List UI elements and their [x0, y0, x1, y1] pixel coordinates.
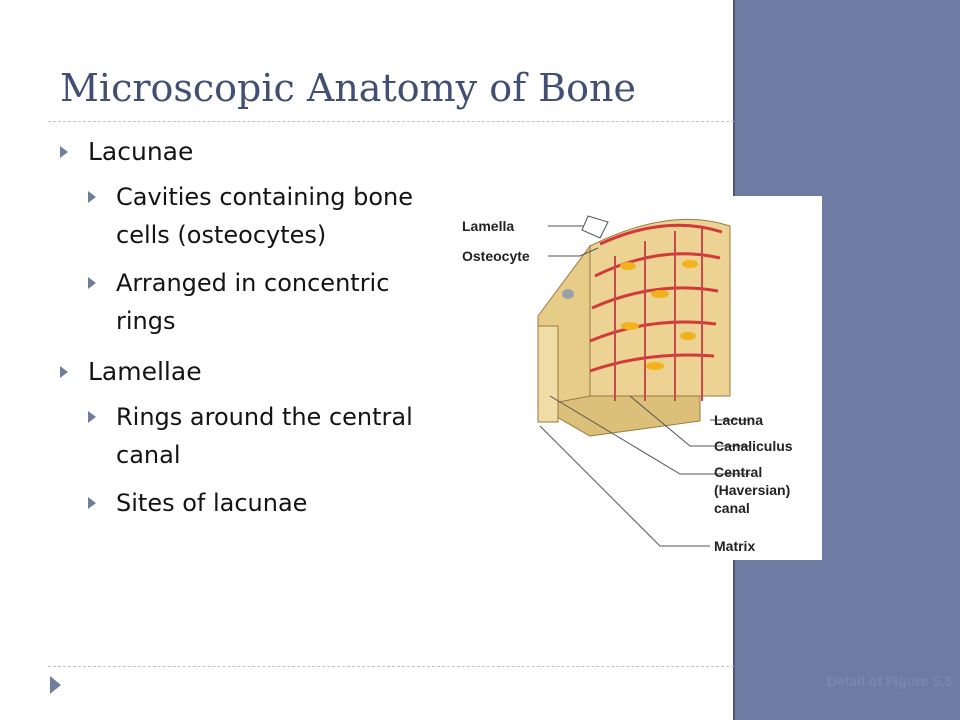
label-central-canal-2: (Haversian)	[714, 482, 791, 498]
label-canaliculus: Canaliculus	[714, 438, 793, 454]
osteon-figure: Lamella Osteocyte Lacuna Canaliculus Cen…	[450, 196, 822, 560]
footer-divider	[48, 666, 734, 667]
bullet-lamellae: Lamellae	[60, 356, 500, 388]
label-lacuna: Lacuna	[714, 412, 764, 428]
sub-bullet-line: Arranged in concentric	[116, 269, 390, 297]
title-divider	[48, 121, 734, 122]
figure-caption: Detail of Figure 5.3	[826, 673, 952, 689]
bullet-arrow-icon	[88, 191, 96, 203]
label-matrix: Matrix	[714, 538, 756, 554]
bullet-label: Lamellae	[88, 357, 202, 386]
sub-bullet-cavities: Cavities containing bone cells (osteocyt…	[60, 178, 500, 254]
sub-bullet-line: Cavities containing bone	[116, 183, 414, 211]
bullet-list: Lacunae Cavities containing bone cells (…	[60, 136, 500, 522]
slide-title: Microscopic Anatomy of Bone	[60, 66, 636, 110]
sub-bullet-line: cells (osteocytes)	[116, 221, 327, 249]
label-central-canal-3: canal	[714, 500, 750, 516]
bullet-arrow-icon	[60, 146, 68, 158]
bullet-label: Lacunae	[88, 137, 194, 166]
label-central-canal-1: Central	[714, 464, 763, 480]
sub-bullet-rings: Rings around the central canal	[60, 398, 500, 474]
sub-bullet-line: Rings around the central	[116, 403, 413, 431]
sub-bullet-line: rings	[116, 307, 176, 335]
bullet-lacunae: Lacunae	[60, 136, 500, 168]
bullet-arrow-icon	[60, 366, 68, 378]
sub-bullet-sites: Sites of lacunae	[60, 484, 500, 522]
sub-bullet-line: Sites of lacunae	[116, 489, 308, 517]
label-lamella: Lamella	[462, 218, 515, 234]
bullet-arrow-icon	[88, 411, 96, 423]
osteon-illustration	[536, 215, 750, 547]
sub-bullet-arranged: Arranged in concentric rings	[60, 264, 500, 340]
bullet-arrow-icon	[88, 497, 96, 509]
label-osteocyte: Osteocyte	[462, 248, 530, 264]
bullet-arrow-icon	[88, 277, 96, 289]
sub-bullet-line: canal	[116, 441, 181, 469]
corner-triangle-icon	[50, 676, 61, 694]
